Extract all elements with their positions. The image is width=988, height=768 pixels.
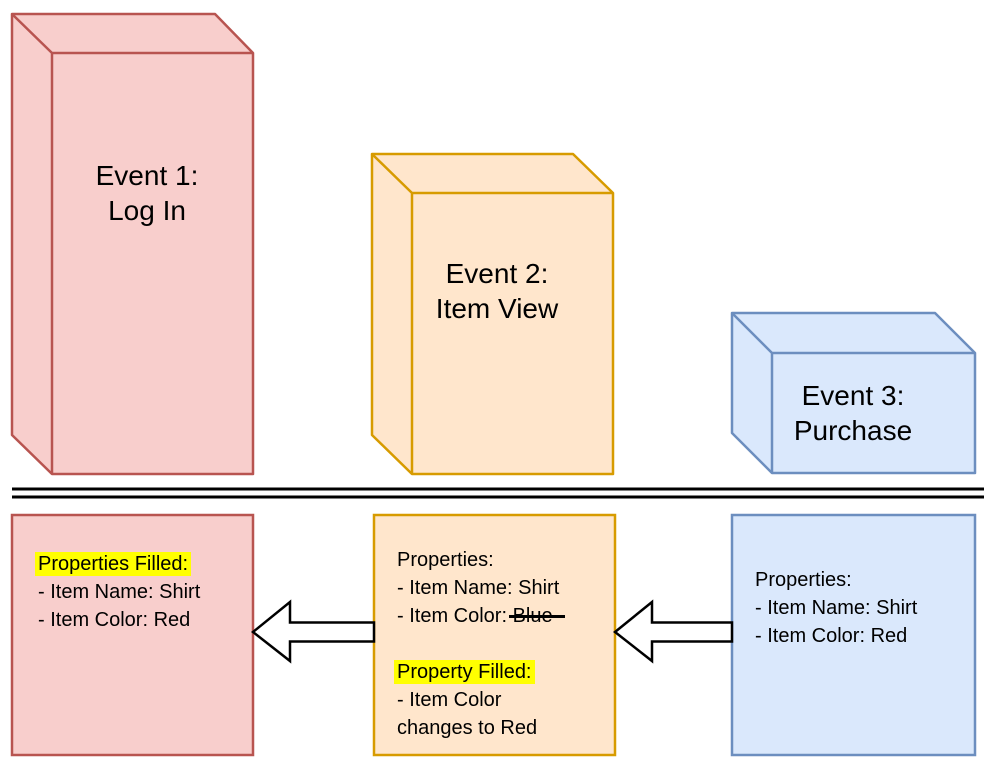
item-color-prefix: - Item Color: (397, 605, 513, 627)
event3-label: Event 3: Purchase (794, 378, 912, 448)
event2-cube (370, 152, 615, 476)
red-panel-title-line: Properties Filled: (35, 550, 200, 578)
red-panel-item-name: - Item Name: Shirt (38, 581, 201, 603)
blue-panel-text: Properties: - Item Name: Shirt - Item Co… (755, 566, 917, 650)
orange-panel-title: Properties: (397, 549, 494, 571)
event1-cube-edges (11, 13, 253, 474)
event3-label-line2: Purchase (793, 415, 913, 446)
arrow-left-icon (612, 599, 734, 664)
event2-cube-edges (371, 153, 613, 474)
event1-label-line1: Event 1: (95, 160, 199, 191)
blue-properties-panel (730, 513, 977, 757)
blank-line (397, 630, 559, 658)
orange-panel-item-name: - Item Name: Shirt (397, 577, 560, 599)
event2-cube-body (370, 152, 615, 476)
struck-blue-value: Blue (508, 602, 565, 630)
event2-label-line2: Item View (435, 293, 559, 324)
blue-panel-item-color: - Item Color: Red (755, 625, 908, 647)
event1-label-line2: Log In (108, 195, 186, 226)
orange-panel-text: Properties: - Item Name: Shirt - Item Co… (394, 546, 565, 742)
highlighted-property-filled-label: Property Filled: (394, 660, 535, 684)
event2-label-line1: Event 2: (445, 258, 549, 289)
arrow-left-icon (250, 599, 376, 664)
event1-cube (10, 12, 255, 476)
event1-cube-body (10, 12, 255, 476)
event3-cube-edges (731, 312, 975, 473)
blue-panel-title: Properties: (755, 569, 852, 591)
red-panel-item-color: - Item Color: Red (38, 609, 191, 631)
orange-panel-change-line2: changes to Red (397, 717, 538, 739)
orange-panel-change-line1: - Item Color (397, 689, 502, 711)
event3-label-line1: Event 3: (801, 380, 905, 411)
orange-panel-item-color-line: - Item Color: Blue (397, 602, 565, 630)
orange-properties-panel (372, 513, 617, 757)
red-panel-text: Properties Filled: - Item Name: Shirt - … (35, 550, 201, 634)
orange-panel-filled-line: Property Filled: (394, 658, 559, 686)
highlighted-properties-filled-label: Properties Filled: (35, 552, 192, 576)
event2-label: Event 2: Item View (436, 256, 558, 326)
event1-label: Event 1: Log In (96, 158, 199, 228)
blue-panel-item-name: - Item Name: Shirt (755, 597, 918, 619)
event3-cube (730, 311, 977, 475)
